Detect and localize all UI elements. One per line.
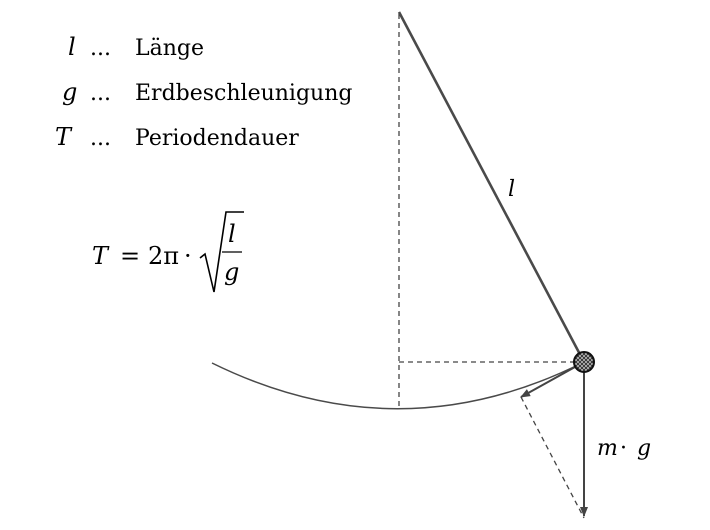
legend-dots: ... <box>90 36 111 61</box>
weight-label-dot: · <box>620 436 627 461</box>
pendulum-bob <box>573 351 595 373</box>
legend: l ... Länge g ... Erdbeschleunigung T ..… <box>55 33 352 151</box>
legend-dots: ... <box>90 126 111 151</box>
legend-item-period: T ... Periodendauer <box>55 123 299 151</box>
legend-item-gravity: g ... Erdbeschleunigung <box>62 78 352 106</box>
formula-coefficient: 2π <box>148 242 179 270</box>
weight-label-g: g <box>637 436 651 461</box>
component-construction-line <box>520 396 585 519</box>
tangential-force-arrow <box>520 361 585 398</box>
length-label: l <box>508 177 515 202</box>
pendulum-string <box>397 11 586 363</box>
legend-dots: ... <box>90 81 111 106</box>
legend-symbol-l: l <box>68 33 76 61</box>
legend-text-period: Periodendauer <box>135 126 299 151</box>
legend-item-length: l ... Länge <box>68 33 204 61</box>
formula-denominator: g <box>224 258 239 286</box>
weight-label: m · g <box>597 436 651 461</box>
legend-symbol-T: T <box>55 123 73 151</box>
period-formula: T = 2π · l g <box>92 211 244 293</box>
sqrt-sign <box>199 211 244 293</box>
formula-equals: = <box>120 242 140 270</box>
formula-numerator: l <box>228 220 236 248</box>
formula-lhs: T <box>92 242 110 270</box>
legend-text-gravity: Erdbeschleunigung <box>135 81 352 106</box>
legend-text-length: Länge <box>135 36 204 61</box>
swing-arc <box>211 361 585 410</box>
legend-symbol-g: g <box>62 78 77 106</box>
formula-cdot: · <box>184 242 192 270</box>
weight-label-m: m <box>597 436 618 461</box>
